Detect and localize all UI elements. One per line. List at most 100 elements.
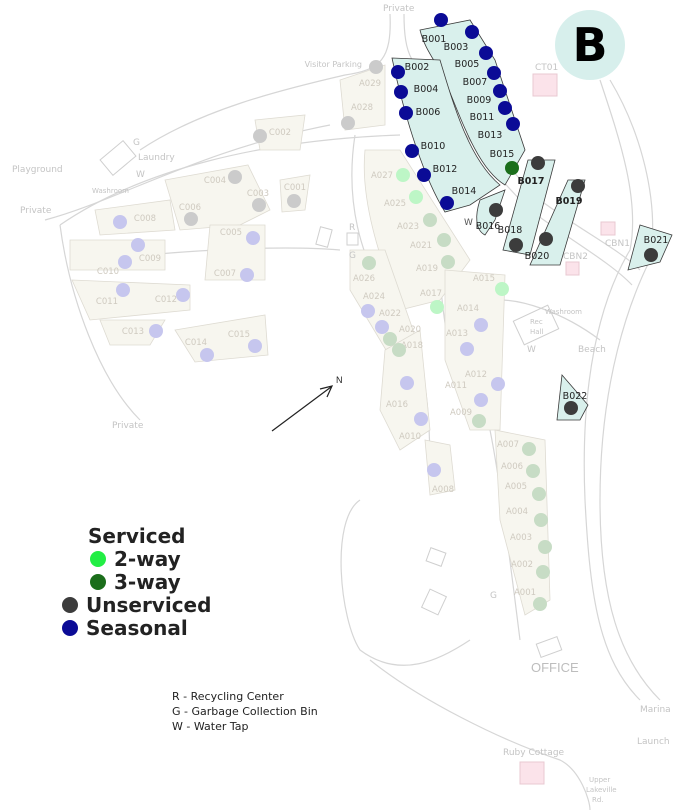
site-status-dot-seasonal[interactable] (200, 348, 214, 362)
site-status-dot-seasonal[interactable] (240, 268, 254, 282)
campsite-a017[interactable]: A017 (420, 289, 444, 314)
site-status-dot-unserviced[interactable] (287, 194, 301, 208)
campsite-a028[interactable]: A028 (341, 103, 373, 130)
campsite-a015[interactable]: A015 (473, 274, 509, 296)
campsite-c010[interactable]: C010 (97, 255, 132, 277)
site-status-dot-unserviced[interactable] (252, 198, 266, 212)
site-status-dot-seasonal[interactable] (491, 377, 505, 391)
site-status-dot-seasonal[interactable] (246, 231, 260, 245)
campsite-a002[interactable]: A002 (511, 560, 550, 579)
campsite-a006[interactable]: A006 (501, 462, 540, 478)
site-status-dot-two-way[interactable] (409, 190, 423, 204)
site-status-dot-seasonal[interactable] (400, 376, 414, 390)
site-status-dot-unserviced[interactable] (531, 156, 545, 170)
site-status-dot-seasonal[interactable] (479, 46, 493, 60)
campsite-a008[interactable]: A008 (427, 463, 454, 495)
campsite-b018[interactable]: B018 (498, 225, 523, 252)
campsite-a029[interactable]: A029 (359, 60, 383, 89)
site-status-dot-unserviced[interactable] (228, 170, 242, 184)
campsite-a025[interactable]: A025 (384, 190, 423, 209)
campsite-c003[interactable]: C003 (247, 189, 269, 212)
site-status-dot-seasonal[interactable] (391, 65, 405, 79)
campsite-b006[interactable]: B006 (399, 106, 440, 120)
site-status-dot-unserviced[interactable] (509, 238, 523, 252)
campsite-b005[interactable]: B005 (455, 46, 493, 70)
site-status-dot-three-way[interactable] (522, 442, 536, 456)
site-status-dot-seasonal[interactable] (414, 412, 428, 426)
campsite-c005[interactable]: C005 (220, 228, 260, 245)
campsite-b001[interactable]: B001 (422, 13, 448, 45)
campsite-c006[interactable]: C006 (179, 203, 201, 226)
campsite-a016[interactable]: A016 (386, 376, 414, 410)
site-status-dot-three-way[interactable] (536, 565, 550, 579)
campsite-a018[interactable]: A018 (392, 341, 423, 357)
site-status-dot-three-way[interactable] (362, 256, 376, 270)
campsite-a013[interactable]: A013 (446, 329, 474, 356)
site-status-dot-unserviced[interactable] (489, 203, 503, 217)
site-status-dot-three-way[interactable] (534, 513, 548, 527)
site-status-dot-three-way[interactable] (472, 414, 486, 428)
campsite-a020[interactable]: A020 (383, 325, 421, 346)
campsite-c007[interactable]: C007 (214, 268, 254, 282)
campsite-b016[interactable]: B016 (476, 203, 503, 232)
campsite-b003[interactable]: B003 (444, 25, 479, 53)
campsite-b009[interactable]: B009 (467, 84, 507, 106)
campsite-a027[interactable]: A027 (371, 168, 410, 182)
campsite-c011[interactable]: C011 (96, 283, 130, 307)
site-status-dot-seasonal[interactable] (131, 238, 145, 252)
campsite-c012[interactable]: C012 (155, 288, 190, 305)
site-status-dot-seasonal[interactable] (176, 288, 190, 302)
campsite-a010[interactable]: A010 (399, 412, 428, 442)
campsite-b011[interactable]: B011 (470, 101, 512, 123)
campsite-a014[interactable]: A014 (457, 304, 488, 332)
campsite-c004[interactable]: C004 (204, 170, 242, 186)
site-status-dot-three-way[interactable] (437, 233, 451, 247)
site-status-dot-unserviced[interactable] (539, 232, 553, 246)
campsite-c013[interactable]: C013 (122, 324, 163, 338)
site-status-dot-three-way[interactable] (441, 255, 455, 269)
site-status-dot-three-way[interactable] (505, 161, 519, 175)
campsite-a026[interactable]: A026 (353, 256, 376, 284)
site-status-dot-two-way[interactable] (495, 282, 509, 296)
campsite-b022[interactable]: B022 (563, 391, 588, 415)
campsite-b013[interactable]: B013 (478, 117, 520, 141)
site-status-dot-seasonal[interactable] (375, 320, 389, 334)
site-status-dot-seasonal[interactable] (498, 101, 512, 115)
campsite-c015[interactable]: C015 (228, 330, 262, 353)
site-status-dot-seasonal[interactable] (113, 215, 127, 229)
site-status-dot-unserviced[interactable] (341, 116, 355, 130)
campsite-b007[interactable]: B007 (463, 66, 501, 88)
campsite-a024[interactable]: A024 (361, 292, 385, 318)
campsite-b014[interactable]: B014 (440, 186, 476, 210)
site-status-dot-three-way[interactable] (526, 464, 540, 478)
site-status-dot-three-way[interactable] (538, 540, 552, 554)
site-status-dot-three-way[interactable] (533, 597, 547, 611)
site-status-dot-unserviced[interactable] (253, 129, 267, 143)
campsite-a022[interactable]: A022 (375, 309, 401, 334)
site-status-dot-unserviced[interactable] (571, 179, 585, 193)
campsite-a001[interactable]: A001 (514, 588, 547, 611)
campsite-b004[interactable]: B004 (394, 84, 438, 99)
site-status-dot-seasonal[interactable] (361, 304, 375, 318)
campsite-c014[interactable]: C014 (185, 338, 214, 362)
site-status-dot-three-way[interactable] (532, 487, 546, 501)
site-status-dot-unserviced[interactable] (564, 401, 578, 415)
site-status-dot-seasonal[interactable] (248, 339, 262, 353)
site-status-dot-unserviced[interactable] (184, 212, 198, 226)
campsite-a021[interactable]: A021 (410, 233, 451, 251)
site-status-dot-seasonal[interactable] (399, 106, 413, 120)
site-status-dot-seasonal[interactable] (506, 117, 520, 131)
campsite-b012[interactable]: B012 (417, 164, 457, 182)
site-status-dot-seasonal[interactable] (474, 318, 488, 332)
site-status-dot-unserviced[interactable] (369, 60, 383, 74)
site-status-dot-seasonal[interactable] (394, 85, 408, 99)
campsite-a007[interactable]: A007 (497, 440, 536, 456)
campsite-b020[interactable]: B020 (525, 232, 553, 262)
site-status-dot-seasonal[interactable] (440, 196, 454, 210)
campsite-c009[interactable]: C009 (131, 238, 161, 264)
campsite-a012[interactable]: A012 (465, 370, 505, 391)
campsite-a009[interactable]: A009 (450, 408, 486, 428)
site-status-dot-seasonal[interactable] (417, 168, 431, 182)
site-status-dot-three-way[interactable] (392, 343, 406, 357)
campsite-c008[interactable]: C008 (113, 214, 156, 229)
